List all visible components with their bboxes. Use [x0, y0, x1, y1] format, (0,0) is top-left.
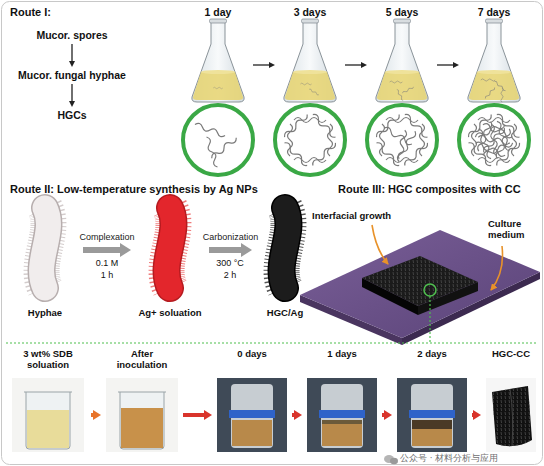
flow-arrow	[91, 410, 101, 420]
node-text: After inoculation	[106, 348, 178, 371]
flow-arrow	[253, 62, 275, 68]
photo-node: HGC-CC	[484, 348, 538, 452]
node-text: Ag+ soluation	[138, 307, 201, 318]
callout-arrow	[372, 225, 503, 290]
arrowhead	[69, 61, 75, 67]
zoom-leader	[6, 296, 538, 343]
flask-node: 3 days	[278, 6, 342, 104]
node-text: 3 days	[294, 6, 327, 19]
hyphae-black	[282, 208, 289, 288]
flow-arrow	[209, 243, 252, 257]
arrow-shaft	[183, 413, 205, 417]
arrow-shaft	[71, 84, 72, 102]
arrow-shaft	[83, 247, 121, 253]
flow-arrow	[83, 243, 131, 257]
node-text: Hyphae	[28, 307, 62, 318]
flow-arrow	[437, 62, 459, 68]
edge-label: Carbonization	[202, 232, 260, 243]
photo-node: 0 days	[215, 348, 289, 452]
condition-label: 1 h	[101, 270, 114, 281]
node-text: HGCs	[57, 109, 86, 122]
hyphae-node: Ag+ soluation	[134, 198, 206, 318]
culture-bag-photo	[307, 378, 377, 452]
hyphae-circle	[459, 105, 529, 175]
process-text: Mucor. spores	[33, 29, 111, 42]
node-text: 7 days	[478, 6, 511, 19]
arrowhead	[453, 62, 459, 68]
flow-arrow	[183, 410, 212, 420]
node-text: HGC/Ag	[267, 307, 303, 318]
hyphae-white	[42, 208, 49, 288]
node-text: 5 days	[386, 6, 419, 19]
hgc-cc-photo	[486, 378, 536, 452]
arrowhead	[120, 243, 131, 257]
flow-arrow	[69, 44, 75, 67]
wechat-icon	[384, 455, 398, 464]
photo-node: 2 days	[395, 348, 469, 452]
hyphae-red	[167, 208, 174, 288]
arrow-shaft	[437, 64, 454, 65]
flask-node: 1 day	[186, 6, 250, 104]
photo-node: 3 wt% SDB soluation	[8, 348, 88, 452]
flow-arrow	[382, 410, 392, 420]
arrow-shaft	[345, 64, 362, 65]
condition-label: 0.1 M	[96, 258, 119, 269]
flow-arrow	[345, 62, 367, 68]
arrowhead	[294, 410, 302, 420]
route-heading: Route III: HGC composites with CC	[338, 183, 521, 196]
flask-node: 7 days	[462, 6, 526, 104]
node-text: 0 days	[237, 348, 267, 359]
callout-label: Culture medium	[488, 218, 540, 241]
flow-arrow	[69, 84, 75, 107]
watermark: 公众号 · 材料分析与应用	[400, 453, 498, 463]
arrowhead	[361, 62, 367, 68]
callout-label: Interfacial growth	[312, 210, 391, 221]
hyphae-circle	[183, 105, 253, 175]
arrowhead	[269, 62, 275, 68]
arrow-shaft	[209, 247, 242, 253]
hgc-block	[362, 256, 478, 315]
hyphae-node: HGC/Ag	[255, 198, 315, 318]
beaker-photo	[106, 378, 178, 452]
hyphae-node: Hyphae	[10, 198, 80, 318]
route-heading: Route II: Low-temperature synthesis by A…	[10, 183, 258, 196]
flow-arrow	[472, 410, 481, 420]
process-text: HGCs	[54, 109, 90, 122]
edge-label: Complexation	[78, 232, 135, 243]
culture-bag-photo	[397, 378, 467, 452]
arrowhead	[384, 410, 392, 420]
hyphae-circle	[367, 105, 437, 175]
flow-arrow	[292, 410, 302, 420]
photo-node: After inoculation	[104, 348, 180, 452]
node-text: 3 wt% SDB soluation	[10, 348, 86, 371]
photo-node: 1 days	[305, 348, 379, 452]
node-text: 1 day	[205, 6, 232, 19]
node-text: HGC-CC	[492, 348, 530, 359]
flask-node: 5 days	[370, 6, 434, 104]
condition-label: 300 °C	[216, 258, 244, 269]
arrow-shaft	[71, 44, 72, 62]
beaker-photo	[12, 378, 84, 452]
culture-bag-photo	[217, 378, 287, 452]
condition-label: 2 h	[224, 270, 237, 281]
arrowhead	[204, 410, 212, 420]
arrowhead	[69, 101, 75, 107]
node-text: Mucor. spores	[36, 29, 107, 42]
process-text: Mucor. fungal hyphae	[15, 69, 129, 82]
node-text: 1 days	[327, 348, 357, 359]
arrow-shaft	[253, 64, 270, 65]
arrowhead	[93, 410, 101, 420]
arrowhead	[473, 410, 481, 420]
node-text: 2 days	[417, 348, 447, 359]
hyphae-circle	[275, 105, 345, 175]
arrowhead	[241, 243, 252, 257]
culture-plate	[300, 230, 540, 345]
node-text: Mucor. fungal hyphae	[18, 69, 126, 82]
route-heading: Route I:	[10, 6, 51, 19]
flask-illustration	[192, 19, 520, 102]
